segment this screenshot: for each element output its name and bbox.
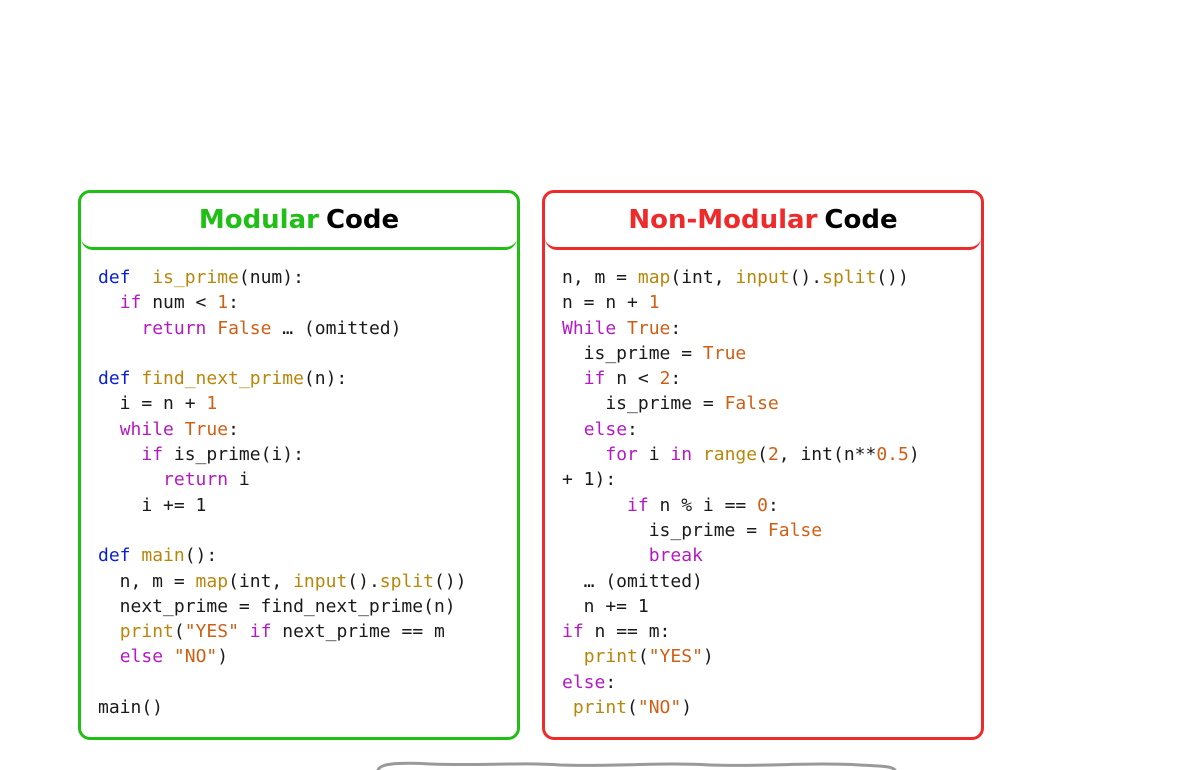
non-modular-code-line: else:: [562, 671, 617, 693]
modular-code-line: i += 1: [98, 494, 207, 516]
non-modular-title-highlight: Non-Modular: [628, 205, 818, 235]
modular-code-line: i = n + 1: [98, 393, 218, 415]
non-modular-title-rest: Code: [824, 205, 898, 235]
non-modular-code-line: print("YES"): [583, 646, 714, 668]
non-modular-code-line: if n % i == 0:: [627, 494, 779, 516]
modular-code-line: next_prime = find_next_prime(n): [98, 595, 456, 617]
non-modular-code-line: else:: [583, 418, 638, 440]
modular-code-block: def is_prime(num): if num < 1: return Fa…: [98, 265, 467, 720]
non-modular-code-line: n += 1: [562, 595, 649, 617]
modular-title-rest: Code: [325, 205, 400, 235]
non-modular-code-line: print("NO"): [562, 697, 693, 719]
non-modular-code-line: is_prime = False: [562, 393, 779, 415]
non-modular-code-line: While True:: [562, 317, 682, 339]
modular-code-line: else "NO"): [119, 646, 229, 668]
non-modular-code-line: if n < 2:: [583, 368, 682, 390]
non-modular-code-header: Non-Modular Code: [545, 193, 981, 250]
modular-code-line: if num < 1:: [119, 292, 239, 314]
modular-code-panel: Modular Code def is_prime(num): if num <…: [78, 190, 520, 740]
modular-code-line: n, m = map(int, input().split()): [98, 570, 467, 592]
non-modular-code-line: … (omitted): [562, 570, 703, 592]
modular-code-line: main(): [98, 697, 164, 719]
non-modular-code-line: n = n + 1: [562, 292, 660, 314]
modular-code-line: return False … (omitted): [141, 317, 402, 339]
non-modular-code-panel: Non-Modular Code n, m = map(int, input()…: [542, 190, 984, 740]
modular-title-highlight: Modular: [198, 205, 319, 235]
non-modular-code-line: is_prime = False: [562, 519, 823, 541]
non-modular-code-block: n, m = map(int, input().split()) n = n + …: [562, 265, 920, 720]
non-modular-code-line: for i in range(2, int(n**0.5): [605, 444, 920, 466]
modular-code-line: print("YES" if next_prime == m: [119, 621, 445, 643]
modular-code-line: def main():: [98, 545, 218, 567]
modular-code-header: Modular Code: [81, 193, 517, 250]
modular-code-line: if is_prime(i):: [141, 444, 304, 466]
non-modular-code-line: is_prime = True: [562, 342, 747, 364]
modular-code-line: return i: [163, 469, 250, 491]
modular-code-line: def is_prime(num):: [98, 267, 304, 288]
non-modular-code-line: if n == m:: [562, 621, 671, 643]
modular-code-line: def find_next_prime(n):: [98, 368, 348, 390]
non-modular-code-line: + 1):: [562, 469, 617, 491]
non-modular-code-line: break: [648, 545, 703, 567]
non-modular-code-line: n, m = map(int, input().split()): [562, 267, 909, 288]
modular-code-line: while True:: [119, 418, 239, 440]
